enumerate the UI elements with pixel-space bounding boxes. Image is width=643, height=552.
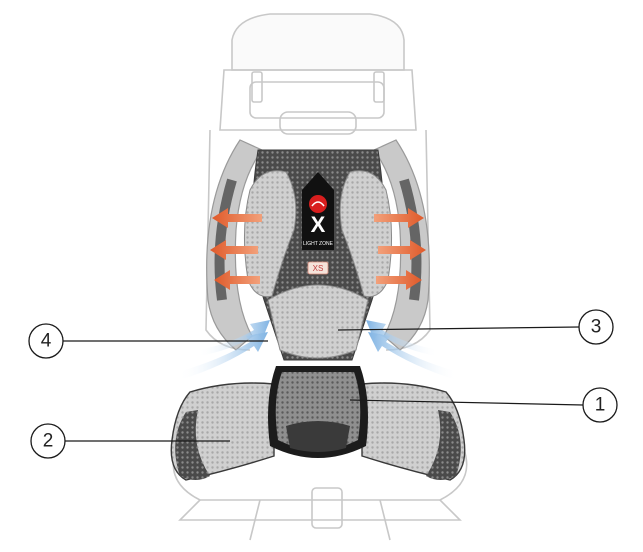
right-shoulder-pad <box>339 170 393 298</box>
left-shoulder-pad <box>243 170 297 298</box>
callout-3: 3 <box>578 309 614 345</box>
callout-1: 1 <box>582 387 618 423</box>
heat-arrows <box>210 208 426 290</box>
callout-4: 4 <box>28 323 64 359</box>
callout-4-number: 4 <box>41 331 52 352</box>
callout-2-number: 2 <box>43 431 54 452</box>
lumbar-pad <box>268 366 368 458</box>
callout-3-number: 3 <box>591 317 602 338</box>
callout-1-leader <box>349 399 584 406</box>
hip-belt <box>170 382 466 481</box>
logo-tagline: LIGHT ZONE <box>303 241 334 247</box>
size-tag: XS <box>313 264 324 273</box>
logo-letter: X <box>311 212 326 237</box>
callout-2: 2 <box>30 423 66 459</box>
callout-3-leader <box>337 326 580 331</box>
callout-1-number: 1 <box>595 395 606 416</box>
airflow-arrows <box>178 320 458 380</box>
center-logo-plate: X LIGHT ZONE XS <box>302 172 334 275</box>
back-center-pad <box>267 284 369 359</box>
shoulder-straps <box>206 139 430 351</box>
